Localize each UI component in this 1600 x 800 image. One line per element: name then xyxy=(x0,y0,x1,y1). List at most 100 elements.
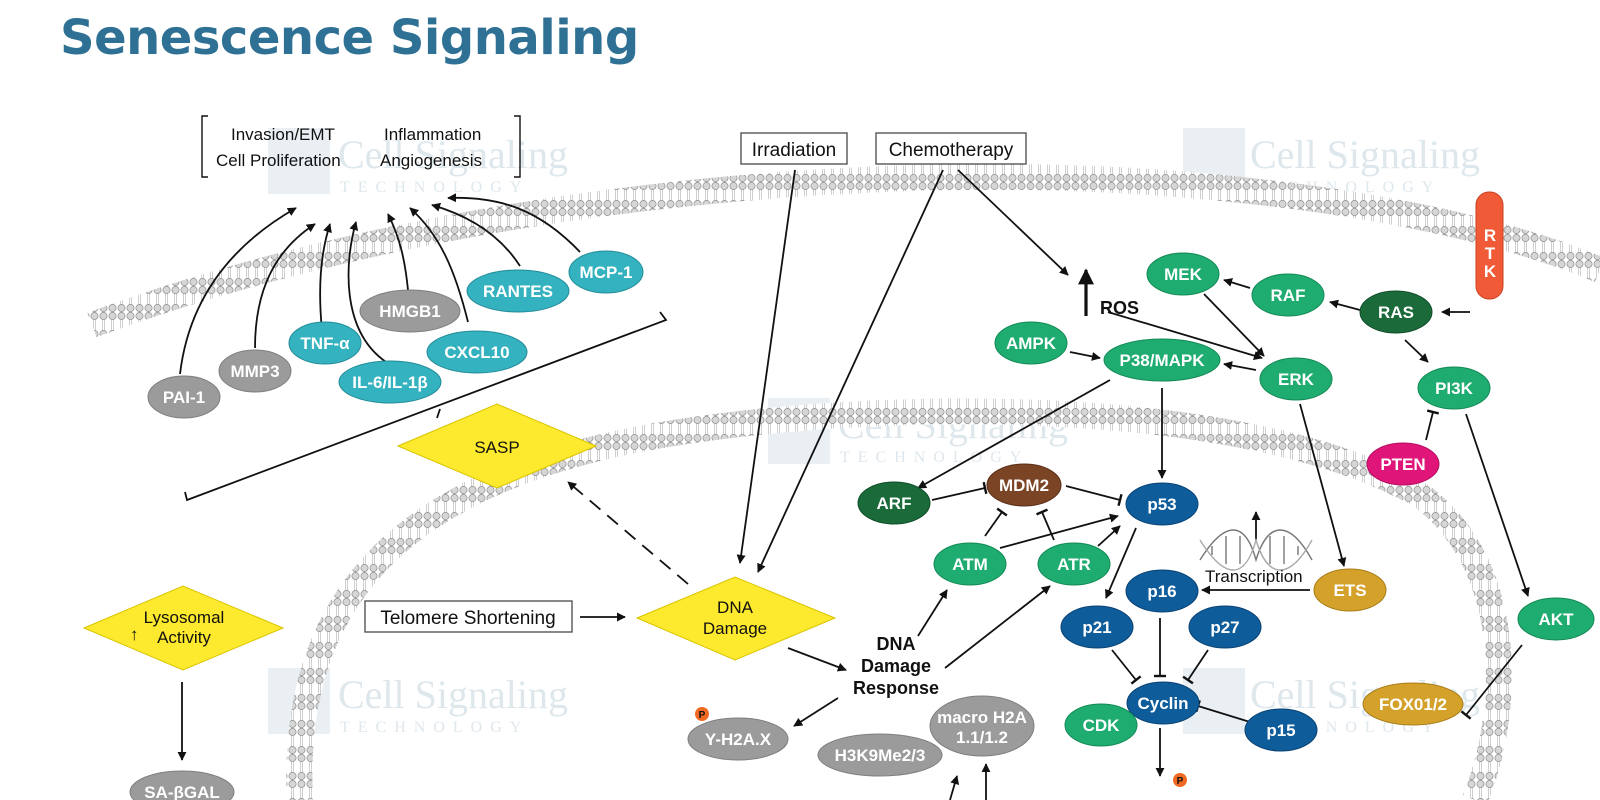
svg-text:H3K9Me2/3: H3K9Me2/3 xyxy=(835,746,926,765)
svg-text:K: K xyxy=(1484,262,1497,281)
node-ampk: AMPK xyxy=(994,321,1068,365)
node-ras: RAS xyxy=(1359,290,1433,334)
svg-text:ERK: ERK xyxy=(1278,370,1315,389)
svg-text:ETS: ETS xyxy=(1333,581,1366,600)
node-p53: p53 xyxy=(1125,482,1199,526)
node-mmp3: MMP3 xyxy=(218,349,292,393)
svg-text:p27: p27 xyxy=(1210,618,1239,637)
svg-text:macro H2A: macro H2A xyxy=(937,708,1027,727)
node-il6: IL-6/IL-1β xyxy=(338,360,442,404)
svg-text:RANTES: RANTES xyxy=(483,282,553,301)
node-akt: AKT xyxy=(1517,597,1595,641)
svg-text:CXCL10: CXCL10 xyxy=(444,343,509,362)
svg-text:SA-βGAL: SA-βGAL xyxy=(144,783,220,800)
node-p15: p15 xyxy=(1244,708,1318,752)
transcription-label: Transcription xyxy=(1205,567,1303,586)
node-mek: MEK xyxy=(1146,252,1220,296)
node-pten: PTEN xyxy=(1366,442,1440,486)
nuclear-membrane xyxy=(286,398,1512,800)
node-mdm2: MDM2 xyxy=(986,463,1062,507)
svg-text:p15: p15 xyxy=(1266,721,1295,740)
svg-text:MCP-1: MCP-1 xyxy=(580,263,633,282)
node-p38-mapk: P38/MAPK xyxy=(1103,338,1221,382)
page-title: Senescence Signaling xyxy=(60,10,639,66)
svg-text:MEK: MEK xyxy=(1164,265,1203,284)
sasp-diamond: SASP xyxy=(396,403,598,489)
arrows xyxy=(177,169,1530,800)
svg-text:ATR: ATR xyxy=(1057,555,1091,574)
svg-text:p16: p16 xyxy=(1147,582,1176,601)
svg-text:AKT: AKT xyxy=(1539,610,1575,629)
node-tnfa: TNF-α xyxy=(288,321,362,365)
node-cyclin: Cyclin xyxy=(1126,681,1200,725)
phospho-badge: P xyxy=(695,707,709,721)
svg-text:R: R xyxy=(1484,226,1496,245)
node-erk: ERK xyxy=(1259,357,1333,401)
svg-text:Cell Signaling: Cell Signaling xyxy=(338,132,568,177)
plasma-membrane xyxy=(87,163,1600,338)
watermark-logo: Cell Signaling TECHNOLOGY xyxy=(268,668,568,736)
ddr-label-1: DNA xyxy=(877,634,916,654)
pathway-nodes: PAI-1 MMP3 TNF-α IL-6/IL-1β HMGB1 CXCL10… xyxy=(129,250,1595,800)
node-yh2ax: Y-H2A.X xyxy=(687,717,789,761)
node-p27: p27 xyxy=(1188,605,1262,649)
svg-text:TECHNOLOGY: TECHNOLOGY xyxy=(340,719,529,736)
svg-text:MDM2: MDM2 xyxy=(999,476,1049,495)
watermark-logo: Cell Signaling TECHNOLOGY xyxy=(268,128,568,196)
svg-text:Damage: Damage xyxy=(703,619,767,638)
node-pi3k: PI3K xyxy=(1417,366,1491,410)
phospho-badge: P xyxy=(1173,773,1187,787)
node-p16: p16 xyxy=(1125,569,1199,613)
outcome-proliferation: Cell Proliferation xyxy=(216,151,341,170)
rtk-receptor: R T K xyxy=(1475,191,1504,300)
svg-text:Lysosomal: Lysosomal xyxy=(144,608,225,627)
svg-text:HMGB1: HMGB1 xyxy=(379,302,440,321)
svg-text:1.1/1.2: 1.1/1.2 xyxy=(956,728,1008,747)
svg-text:Telomere Shortening: Telomere Shortening xyxy=(380,608,555,629)
node-atr: ATR xyxy=(1037,542,1111,586)
svg-text:Activity: Activity xyxy=(157,628,211,647)
svg-text:ATM: ATM xyxy=(952,555,988,574)
node-sa-bgal: SA-βGAL xyxy=(129,770,235,800)
ros-label: ROS xyxy=(1100,298,1139,318)
svg-text:Chemotherapy: Chemotherapy xyxy=(889,140,1014,161)
svg-text:Cell Signaling: Cell Signaling xyxy=(338,672,568,717)
svg-text:P: P xyxy=(1177,776,1184,787)
svg-text:p21: p21 xyxy=(1082,618,1111,637)
svg-text:AMPK: AMPK xyxy=(1006,334,1057,353)
node-hmgb1: HMGB1 xyxy=(359,289,461,333)
svg-text:TECHNOLOGY: TECHNOLOGY xyxy=(840,449,1029,466)
svg-text:MMP3: MMP3 xyxy=(230,362,279,381)
svg-text:Cyclin: Cyclin xyxy=(1137,694,1188,713)
node-atm: ATM xyxy=(933,542,1007,586)
up-arrow-icon: ↑ xyxy=(130,625,139,644)
svg-text:PI3K: PI3K xyxy=(1435,379,1474,398)
svg-text:Cell Signaling: Cell Signaling xyxy=(1250,132,1480,177)
svg-text:Irradiation: Irradiation xyxy=(752,140,837,161)
node-cdk: CDK xyxy=(1064,703,1138,747)
node-p21: p21 xyxy=(1060,605,1134,649)
ddr-label-3: Response xyxy=(853,678,939,698)
outcome-angiogenesis: Angiogenesis xyxy=(380,151,482,170)
node-ets: ETS xyxy=(1313,568,1387,612)
outcomes-bracket: Invasion/EMT Inflammation Cell Prolifera… xyxy=(201,115,521,178)
outcome-invasion: Invasion/EMT xyxy=(231,125,335,144)
stimulus-telomere-shortening: Telomere Shortening xyxy=(364,600,573,633)
svg-text:P: P xyxy=(699,710,706,721)
svg-text:p53: p53 xyxy=(1147,495,1176,514)
svg-text:CDK: CDK xyxy=(1083,716,1121,735)
svg-text:FOX01/2: FOX01/2 xyxy=(1379,695,1447,714)
node-cxcl10: CXCL10 xyxy=(426,330,528,374)
dna-damage-diamond: DNA Damage xyxy=(635,576,837,661)
node-foxo: FOX01/2 xyxy=(1362,682,1464,726)
dna-helix-icon xyxy=(1199,529,1313,571)
ddr-label-2: Damage xyxy=(861,656,931,676)
node-rantes: RANTES xyxy=(466,269,570,313)
svg-text:RAS: RAS xyxy=(1378,303,1414,322)
svg-text:PTEN: PTEN xyxy=(1380,455,1425,474)
svg-text:T: T xyxy=(1485,244,1496,263)
svg-text:Y-H2A.X: Y-H2A.X xyxy=(705,730,772,749)
node-mcp1: MCP-1 xyxy=(568,250,644,294)
